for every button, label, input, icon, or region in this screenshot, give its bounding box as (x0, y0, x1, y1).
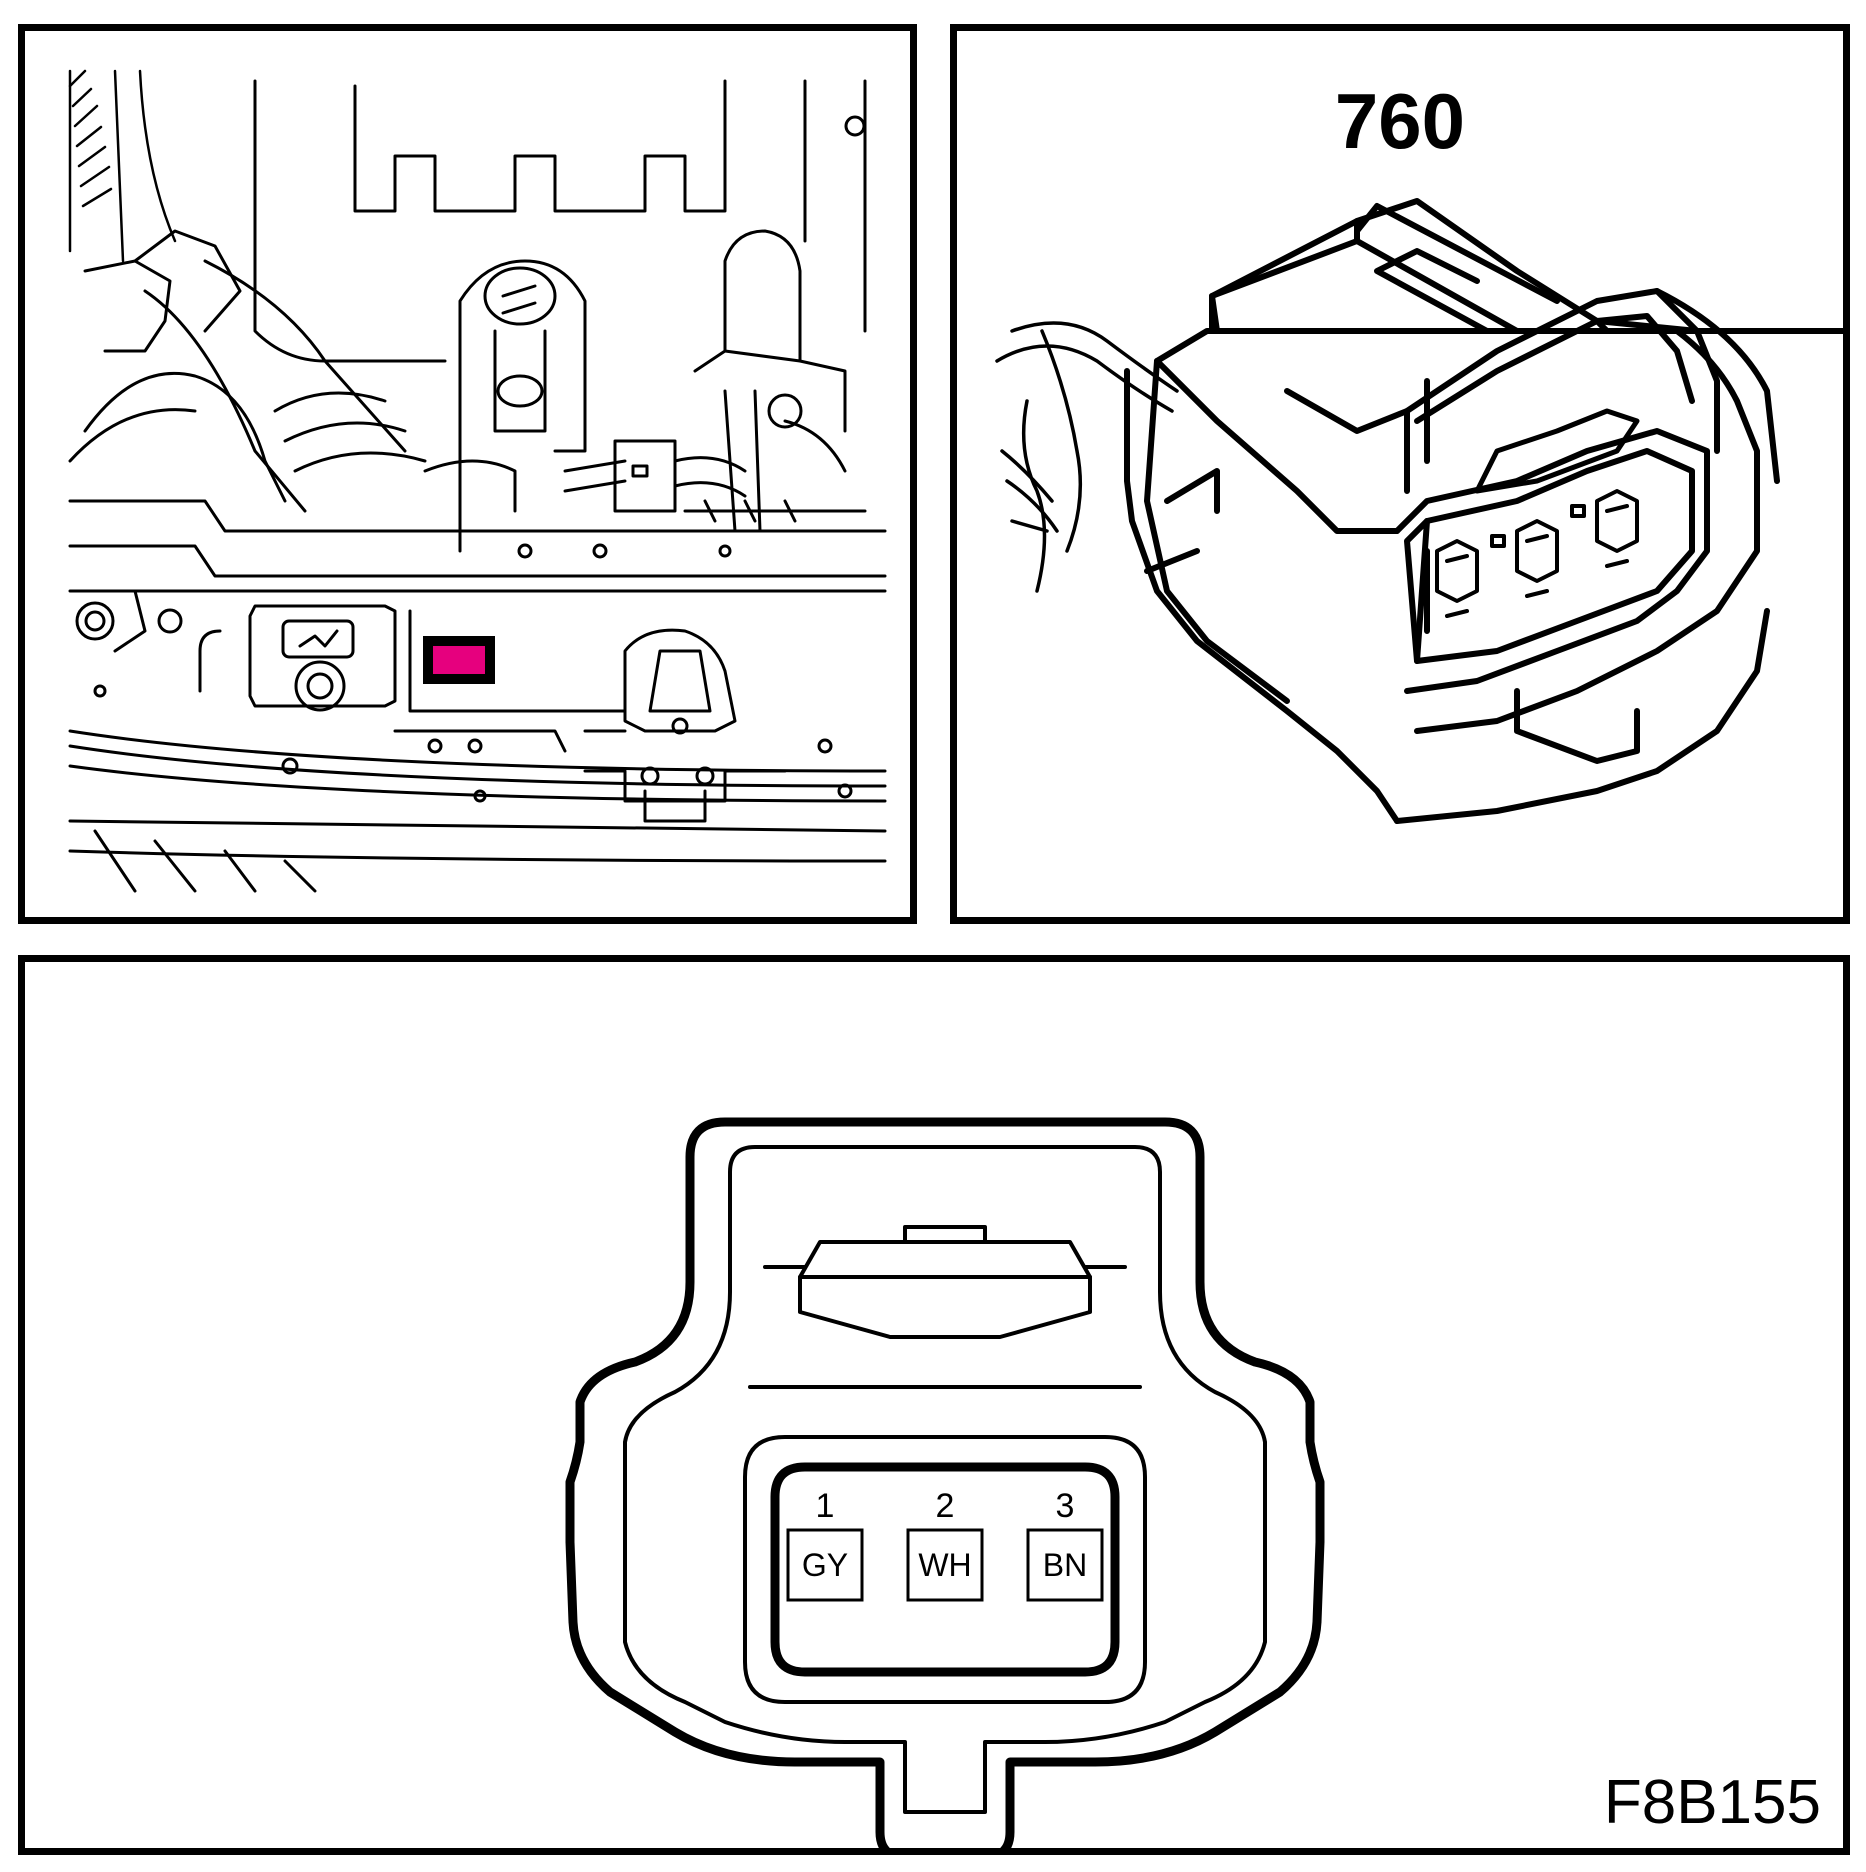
connector-panel: 760 (950, 24, 1850, 924)
pin-wire-color: BN (1043, 1547, 1087, 1583)
pin-wire-color: GY (802, 1547, 848, 1583)
pin-array: 1 GY 2 WH 3 BN (786, 1487, 1104, 1602)
pin-cavity (1026, 1528, 1104, 1602)
pin-wire-color: WH (918, 1547, 971, 1583)
connector-number: 760 (1334, 77, 1466, 165)
pin-number: 2 (936, 1487, 955, 1525)
engine-bay-drawing (68, 69, 887, 893)
pinout-panel: 1 GY 2 WH 3 BN F8B155 (18, 955, 1850, 1855)
location-panel (18, 24, 917, 924)
pin-3: 3 BN (1026, 1487, 1104, 1602)
pin-cavity (906, 1528, 984, 1602)
connector-face-drawing (565, 1117, 1325, 1848)
figure-code: F8B155 (1603, 1768, 1821, 1837)
pin-number: 3 (1056, 1487, 1075, 1525)
connector-isometric-drawing (995, 198, 1843, 824)
connector-location-highlight (433, 646, 485, 674)
connector-location-marker (423, 636, 495, 684)
pin-2: 2 WH (906, 1487, 984, 1602)
pin-number: 1 (816, 1487, 835, 1525)
pin-1: 1 GY (786, 1487, 864, 1602)
pin-cavity (786, 1528, 864, 1602)
